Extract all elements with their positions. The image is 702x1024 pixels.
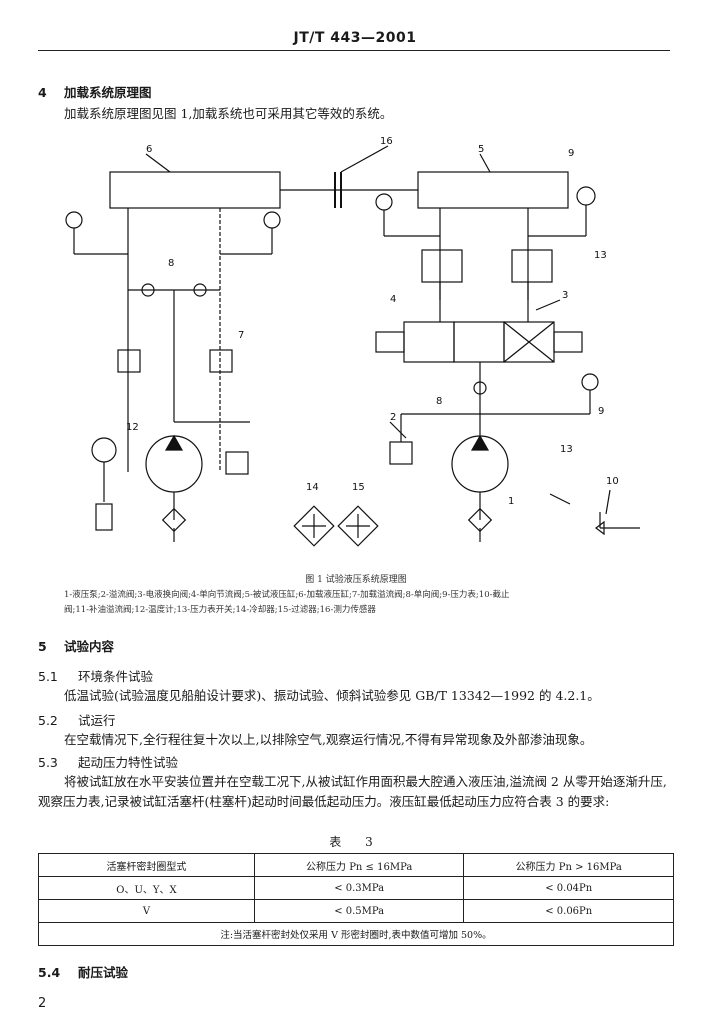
figure-legend-line: 阀;11-补油溢流阀;12-温度计;13-压力表开关;14-冷却器;15-过滤器… (64, 605, 376, 615)
check-valve-8-lower (473, 381, 487, 395)
label-2: 2 (390, 412, 396, 423)
label-7: 7 (238, 330, 244, 341)
table-row: O、U、Y、X < 0.3MPa < 0.04Pn (38, 876, 674, 900)
table-note-row: 注:当活塞杆密封处仅采用 V 形密封圈时,表中数值可增加 50%。 (38, 922, 674, 946)
section-5-1-title: 5.1 环境条件试验 (38, 666, 153, 685)
section-number: 5.2 (38, 713, 58, 728)
section-number: 5.4 (38, 965, 61, 980)
table-cell: < 0.04Pn (463, 876, 674, 900)
section-5-2-title: 5.2 试运行 (38, 710, 116, 729)
section-5-2-text: 在空载情况下,全行程往复十次以上,以排除空气,观察运行情况,不得有异常现象及外部… (64, 732, 593, 747)
label-12: 12 (126, 422, 139, 433)
hydraulic-diagram-svg: 6 16 5 9 13 8 7 4 3 8 9 2 12 13 14 15 10… (65, 136, 640, 547)
section-title: 起动压力特性试验 (78, 755, 179, 770)
label-6: 6 (146, 144, 152, 155)
header-rule (38, 50, 670, 51)
table-cell: < 0.5MPa (253, 899, 465, 923)
label-9-top: 9 (568, 148, 574, 159)
section-4-title: 4 加载系统原理图 (38, 82, 152, 101)
figure-legend: 1-液压泵;2-溢流阀;3-电液换向阀;4-单向节流阀;5-被试液压缸;6-加载… (64, 588, 664, 618)
filter-left (161, 507, 187, 533)
label-4: 4 (390, 294, 396, 305)
label-3: 3 (562, 290, 568, 301)
pressure-gauge-left-2 (263, 211, 281, 229)
table-header-cell: 活塞杆密封圈型式 (38, 853, 255, 877)
page-number: 2 (38, 996, 47, 1011)
section-number: 4 (38, 85, 47, 100)
label-15: 15 (352, 482, 365, 493)
section-title: 耐压试验 (78, 965, 129, 980)
table-3-title: 表 3 (329, 835, 383, 849)
check-valve-8-right (193, 283, 207, 297)
section-title: 加载系统原理图 (64, 85, 152, 100)
tested-cylinder (417, 171, 569, 209)
table-note: 注:当活塞杆密封处仅采用 V 形密封圈时,表中数值可增加 50%。 (38, 922, 674, 946)
section-5-4-title: 5.4 耐压试验 (38, 962, 128, 981)
solenoid-left (375, 331, 405, 353)
filter-15 (337, 505, 379, 547)
pressure-gauge-left (65, 211, 83, 229)
section-5-3-title: 5.3 起动压力特性试验 (38, 752, 178, 771)
table-row: V < 0.5MPa < 0.06Pn (38, 899, 674, 923)
section-title: 试运行 (78, 713, 116, 728)
label-1: 1 (508, 496, 514, 507)
section-number: 5 (38, 639, 47, 654)
table-cell: V (38, 899, 255, 923)
cooler (293, 505, 335, 547)
makeup-relief-valve-11 (225, 451, 249, 475)
table-cell: < 0.06Pn (463, 899, 674, 923)
filter-right (467, 507, 493, 533)
shut-off-valve (595, 520, 605, 536)
solenoid-right (553, 331, 583, 353)
standard-header: JT/T 443—2001 (293, 30, 417, 46)
section-title: 环境条件试验 (78, 669, 154, 684)
loading-cylinder (109, 171, 281, 209)
table-header-cell: 公称压力 Pn > 16MPa (463, 853, 674, 877)
pressure-gauge-9-lower (581, 373, 599, 391)
figure-legend-line: 1-液压泵;2-溢流阀;3-电液换向阀;4-单向节流阀;5-被试液压缸;6-加载… (64, 590, 510, 600)
thermometer-tank (95, 503, 113, 531)
label-9-lower: 9 (598, 406, 604, 417)
section-number: 5.1 (38, 669, 58, 684)
label-13-top: 13 (594, 250, 607, 261)
one-way-throttle-valve-right (511, 249, 553, 283)
table-cell: O、U、Y、X (38, 876, 255, 900)
thermometer (91, 437, 117, 463)
directional-valve-left (403, 321, 455, 363)
section-number: 5.3 (38, 755, 58, 770)
label-13-lower: 13 (560, 444, 573, 455)
section-5-3-text: 将被试缸放在水平安装位置并在空载工况下,从被试缸作用面积最大腔通入液压油,溢流阀… (38, 774, 667, 809)
label-8-lower: 8 (436, 396, 442, 407)
one-way-throttle-valve-left (421, 249, 463, 283)
loading-relief-valve-7 (209, 349, 233, 373)
label-14: 14 (306, 482, 319, 493)
figure-caption: 图 1 试验液压系统原理图 (305, 575, 407, 585)
label-5: 5 (478, 144, 484, 155)
section-5-title: 5 试验内容 (38, 636, 114, 655)
hydraulic-diagram: 6 16 5 9 13 8 7 4 3 8 9 2 12 13 14 15 10… (50, 132, 650, 572)
label-10: 10 (606, 476, 619, 487)
label-16: 16 (380, 136, 393, 147)
pressure-gauge-9-top (576, 186, 596, 206)
directional-valve-center (453, 321, 505, 363)
table-3: 活塞杆密封圈型式 公称压力 Pn ≤ 16MPa 公称压力 Pn > 16MPa… (38, 853, 674, 946)
section-5-1-text: 低温试验(试验温度见船舶设计要求)、振动试验、倾斜试验参见 GB/T 13342… (64, 688, 600, 703)
check-valve-8-left (141, 283, 155, 297)
label-8-left: 8 (168, 258, 174, 269)
section-4-text: 加载系统原理图见图 1,加载系统也可采用其它等效的系统。 (64, 106, 393, 121)
table-header-cell: 公称压力 Pn ≤ 16MPa (253, 853, 465, 877)
table-header-row: 活塞杆密封圈型式 公称压力 Pn ≤ 16MPa 公称压力 Pn > 16MPa (38, 853, 674, 877)
table-cell: < 0.3MPa (253, 876, 465, 900)
pressure-gauge-right (375, 193, 393, 211)
relief-valve-left (117, 349, 141, 373)
section-title: 试验内容 (64, 639, 115, 654)
relief-valve-2 (389, 441, 413, 465)
